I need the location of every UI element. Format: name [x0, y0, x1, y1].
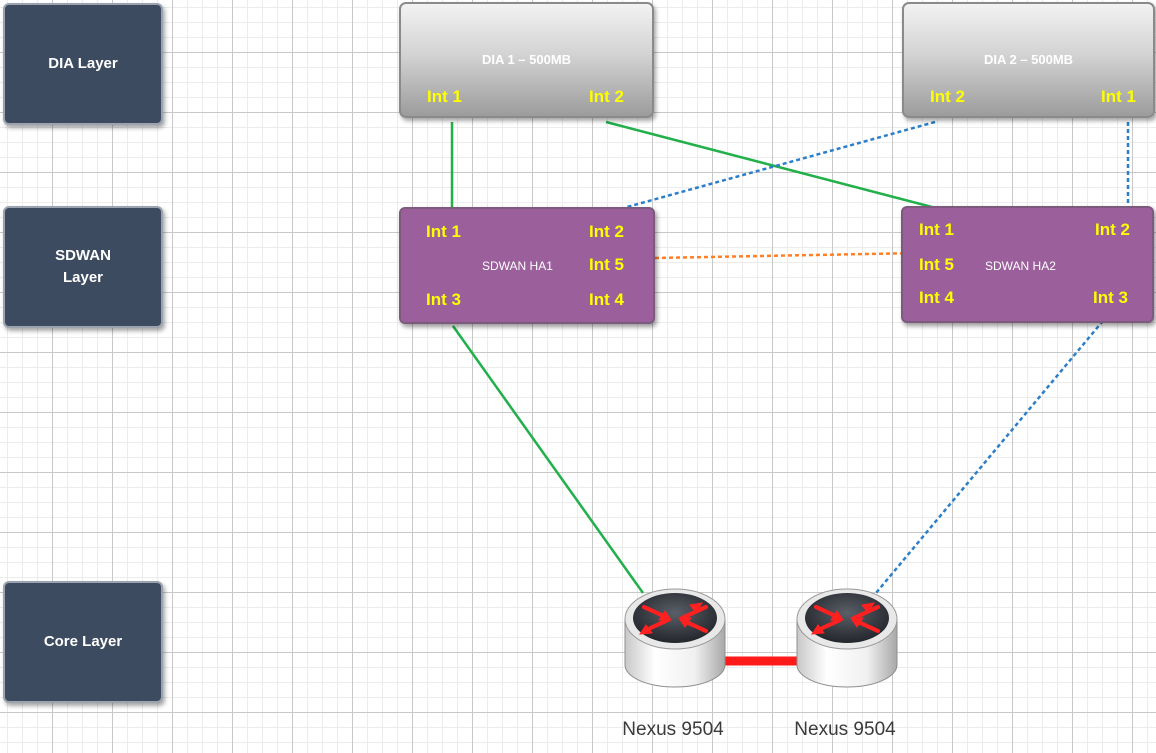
- sdwan-device-title: SDWAN HA1: [482, 259, 553, 273]
- link-ha1-int3-to-core1: [451, 325, 645, 594]
- sdwan-device-ha2[interactable]: Int 1 Int 2 Int 5 SDWAN HA2 Int 4 Int 3: [901, 206, 1154, 323]
- sdwan-device-ha1[interactable]: Int 1 Int 2 SDWAN HA1 Int 5 Int 3 Int 4: [399, 207, 655, 324]
- interface-label: Int 2: [589, 222, 624, 241]
- dia-device-1[interactable]: DIA 1 – 500MB Int 1 Int 2: [399, 2, 654, 118]
- interface-label: Int 1: [919, 220, 954, 239]
- interface-label: Int 1: [426, 222, 461, 241]
- layer-box-sdwan: SDWAN Layer: [3, 206, 163, 328]
- dia-device-title: DIA 1 – 500MB: [481, 52, 572, 67]
- sdwan-device-title: SDWAN HA2: [985, 259, 1056, 273]
- router-label: Nexus 9504: [794, 719, 896, 740]
- interface-label: Int 3: [1093, 288, 1128, 307]
- router-icon[interactable]: [622, 585, 728, 689]
- interface-label: Int 2: [1095, 220, 1130, 239]
- interface-label: Int 5: [919, 255, 954, 274]
- link-ha2-int3-to-core2: [875, 309, 1113, 594]
- layer-label-sdwan-line1: SDWAN: [55, 247, 111, 264]
- router-icon[interactable]: [794, 585, 900, 689]
- dia-device-title: DIA 2 – 500MB: [983, 52, 1074, 67]
- layer-box-dia: DIA Layer: [3, 3, 163, 125]
- interface-label: Int 1: [427, 87, 462, 106]
- interface-label: Int 3: [426, 290, 461, 309]
- layer-label-core: Core Layer: [43, 633, 123, 650]
- router-label: Nexus 9504: [622, 719, 724, 740]
- interface-label: Int 1: [1101, 87, 1136, 106]
- interface-label: Int 2: [930, 87, 965, 106]
- link-dia2-int2-to-ha1-int2: [626, 120, 936, 209]
- layer-label-dia: DIA Layer: [48, 55, 118, 72]
- link-ha1-int5-to-ha2-int5: [654, 251, 921, 260]
- interface-label: Int 5: [589, 255, 624, 274]
- interface-label: Int 4: [589, 290, 624, 309]
- layer-box-core: Core Layer: [3, 581, 163, 703]
- layer-label-sdwan-line2: Layer: [62, 269, 104, 286]
- interface-label: Int 2: [589, 87, 624, 106]
- dia-device-2[interactable]: DIA 2 – 500MB Int 2 Int 1: [902, 2, 1155, 118]
- interface-label: Int 4: [919, 288, 954, 307]
- link-dia1-int2-to-ha2-int1: [605, 120, 933, 209]
